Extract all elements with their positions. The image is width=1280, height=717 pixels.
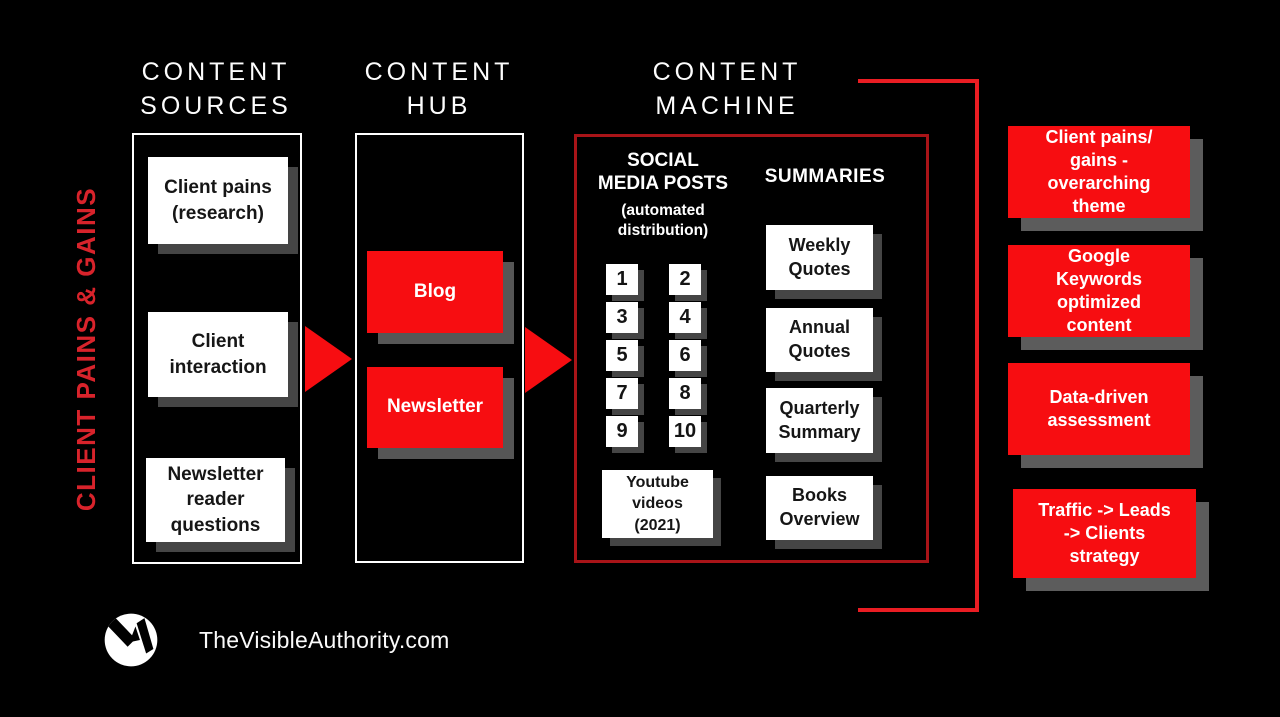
youtube-videos-box: Youtube videos (2021) <box>602 470 713 538</box>
outcome-google-keywords: Google Keywords optimized content <box>1008 245 1190 337</box>
post-number-box: 2 <box>669 264 701 295</box>
hub-item-blog: Blog <box>367 251 503 333</box>
content-machine-title: CONTENT MACHINE <box>652 58 802 120</box>
outcome-client-pains-gains-theme: Client pains/ gains - overarching theme <box>1008 126 1190 218</box>
source-item-newsletter-questions: Newsletter reader questions <box>146 458 285 542</box>
content-sources-title: CONTENT SOURCES <box>140 58 292 120</box>
post-number-box: 6 <box>669 340 701 371</box>
visible-authority-logo <box>103 612 159 668</box>
post-number-box: 1 <box>606 264 638 295</box>
content-hub-panel <box>355 133 524 563</box>
summary-quarterly-summary: Quarterly Summary <box>766 388 873 453</box>
summary-books-overview: Books Overview <box>766 476 873 540</box>
outcome-data-driven: Data-driven assessment <box>1008 363 1190 455</box>
post-number-box: 10 <box>669 416 701 447</box>
client-pains-gains-label: CLIENT PAINS & GAINS <box>71 186 101 512</box>
post-number-box: 9 <box>606 416 638 447</box>
source-item-client-pains: Client pains (research) <box>148 157 288 244</box>
social-media-posts-heading: SOCIAL MEDIA POSTS <box>597 150 729 195</box>
summaries-heading: SUMMARIES <box>764 166 886 187</box>
outcome-traffic-leads-clients: Traffic -> Leads -> Clients strategy <box>1013 489 1196 578</box>
automated-distribution-note: (automated distribution) <box>617 202 709 239</box>
output-bracket-bottom <box>858 608 979 612</box>
post-number-box: 5 <box>606 340 638 371</box>
content-machine-panel <box>574 134 929 563</box>
post-number-box: 8 <box>669 378 701 409</box>
post-number-grid: 1 2 3 4 5 6 7 8 9 10 <box>606 264 701 447</box>
output-bracket-top <box>858 79 979 83</box>
summary-annual-quotes: Annual Quotes <box>766 308 873 372</box>
hub-item-newsletter: Newsletter <box>367 367 503 448</box>
content-hub-title: CONTENT HUB <box>364 58 514 120</box>
post-number-box: 3 <box>606 302 638 333</box>
flow-arrow-sources-to-hub-icon <box>305 326 352 392</box>
post-number-box: 7 <box>606 378 638 409</box>
source-item-client-interaction: Client interaction <box>148 312 288 397</box>
website-url: TheVisibleAuthority.com <box>199 627 450 653</box>
flow-arrow-hub-to-machine-icon <box>525 327 572 393</box>
va-monogram-icon <box>104 613 158 667</box>
output-bracket-vertical <box>975 79 979 612</box>
content-sources-panel <box>132 133 302 564</box>
summary-weekly-quotes: Weekly Quotes <box>766 225 873 290</box>
post-number-box: 4 <box>669 302 701 333</box>
